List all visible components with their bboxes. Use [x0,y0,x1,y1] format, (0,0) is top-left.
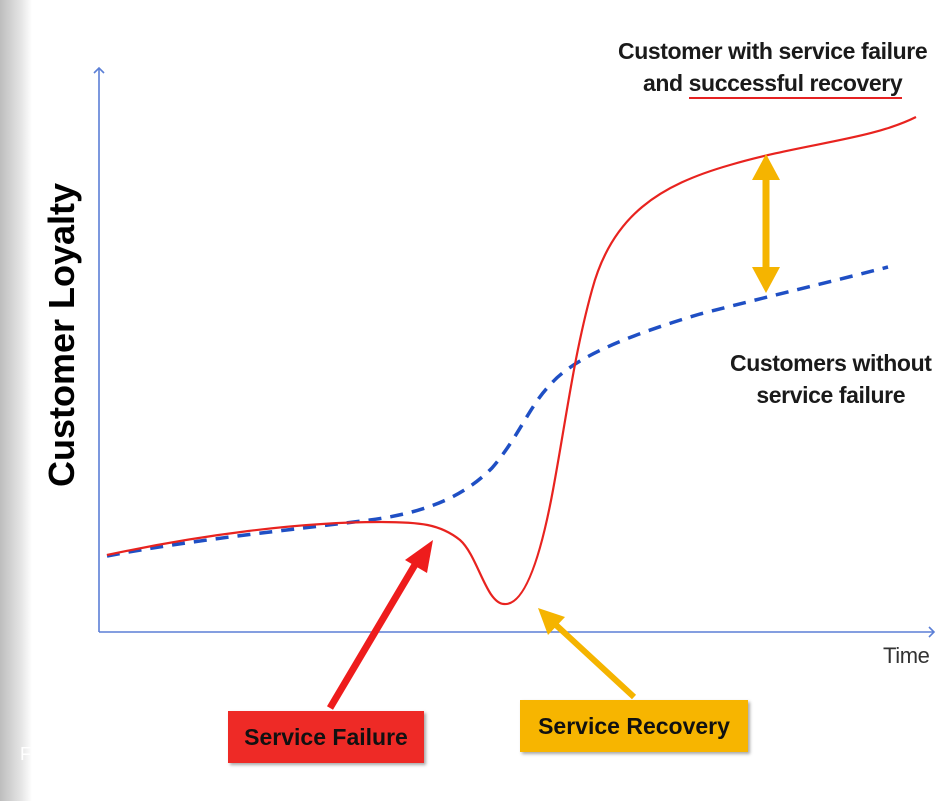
no-failure-curve-label: Customers without service failure [730,347,932,411]
service-recovery-box: Service Recovery [520,700,748,752]
left-edge-shadow [0,0,32,801]
corner-text-fragment: Fo [20,744,42,764]
no-failure-label-line1: Customers without [730,350,932,376]
no-failure-curve [106,265,889,558]
x-axis-title: Time [883,643,930,668]
recovery-pointer-arrow [538,608,637,700]
gap-double-arrow [752,154,780,293]
no-failure-label-line2: service failure [756,382,906,408]
recovery-label-prefix: and [642,70,689,96]
recovery-label-line2: and successful recovery [618,67,927,99]
recovery-label-line1: Customer with service failure [618,38,928,64]
service-failure-box: Service Failure [228,711,424,763]
recovery-curve-label: Customer with service failure and succes… [618,35,928,99]
failure-pointer-arrow [326,540,433,710]
recovery-label-emphasis: successful recovery [688,70,903,99]
recovery-curve [106,116,917,606]
y-axis-title: Customer Loyalty [41,182,82,488]
